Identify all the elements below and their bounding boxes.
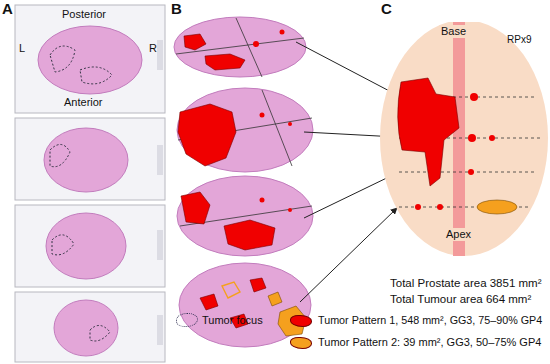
anatomy-label: Apex [444, 228, 473, 241]
anatomy-label: Base [439, 25, 468, 38]
panel-letter: A [2, 0, 13, 17]
legend-text: Tumor Pattern 2: 39 mm², GG3, 50–75% GP4 [318, 336, 541, 349]
specimen-id: RPx9 [507, 34, 531, 46]
slide-panel [15, 5, 165, 362]
legend-swatch [290, 315, 312, 327]
orientation-label: Posterior [62, 8, 106, 21]
legend-text: Tumor focus [202, 314, 263, 327]
area-note: Total Prostate area 3851 mm² [390, 277, 542, 290]
orientation-label: L [19, 42, 25, 55]
area-note: Total Tumour area 664 mm² [390, 293, 531, 306]
orientation-label: R [149, 42, 157, 55]
panel-letter: C [381, 0, 392, 17]
tumour-map [380, 22, 548, 256]
legend-text: Tumor Pattern 1, 548 mm², GG3, 75–90% GP… [318, 314, 542, 326]
orientation-label: Anterior [64, 96, 103, 109]
legend-swatch [290, 337, 312, 349]
section-panel [174, 17, 397, 347]
panel-letter: B [171, 0, 182, 17]
